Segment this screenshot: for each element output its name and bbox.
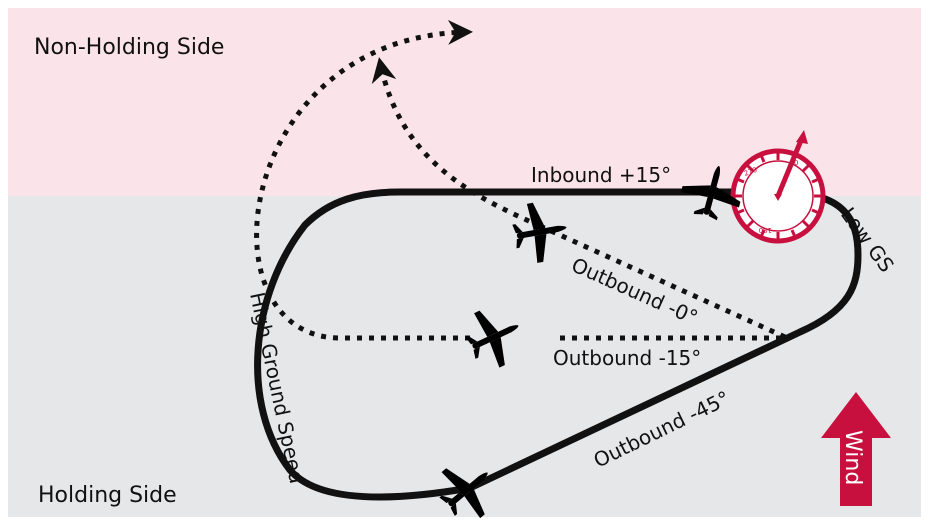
holding-side-region [8,196,921,517]
outbound-0-track [538,223,787,340]
outbound-0-return-track [371,57,542,229]
compass-heading-180: 180 [759,226,772,234]
non-holding-turn-track [254,19,473,341]
holding-racetrack [254,188,862,501]
holding-side-label: Holding Side [38,483,177,508]
compass-heading-0: 0 [794,159,798,167]
inbound-label: Inbound +15° [531,163,671,187]
wind-arrow-icon: Wind [821,392,891,506]
wind-label: Wind [840,430,865,485]
compass-rose-icon: 270 0 180 [730,130,826,244]
outbound-15-label: Outbound -15° [553,346,701,370]
non-holding-side-label: Non-Holding Side [34,35,224,60]
